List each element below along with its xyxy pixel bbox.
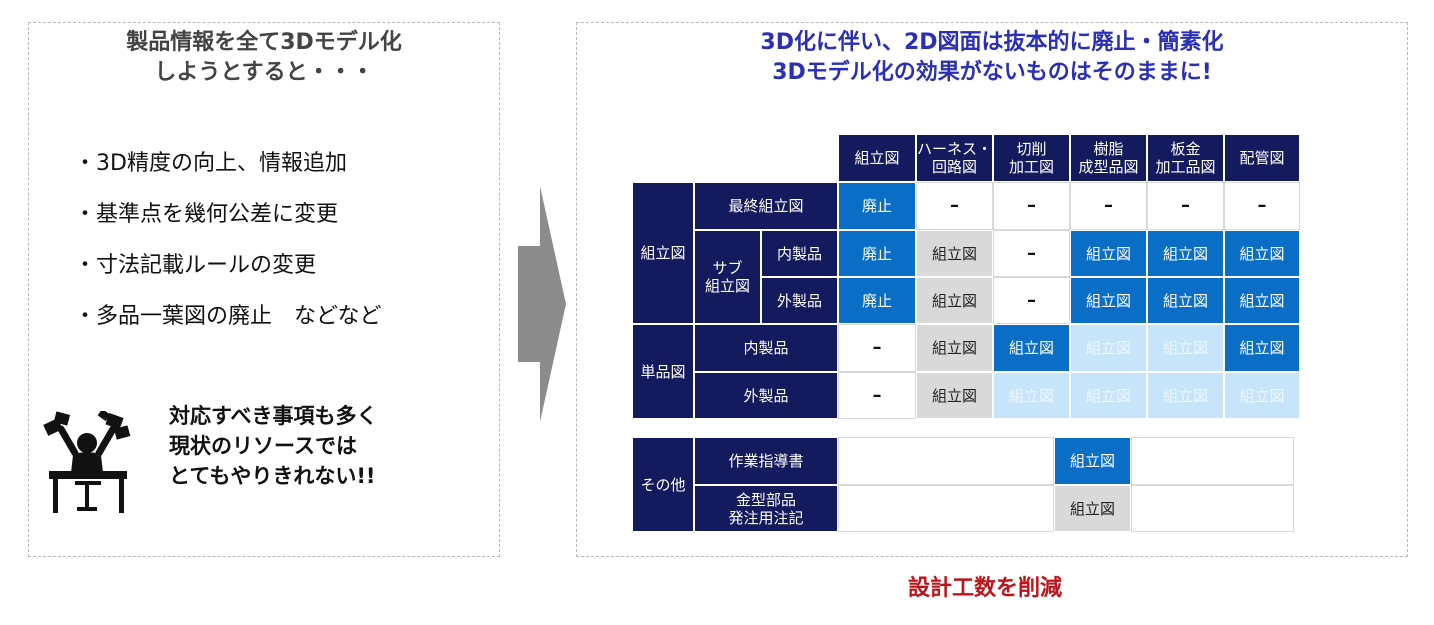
matrix-cell: 組立図 bbox=[1147, 230, 1224, 277]
column-header-text: ハーネス・ bbox=[917, 140, 993, 158]
matrix-cell: – bbox=[838, 324, 916, 372]
empty-cell bbox=[1131, 485, 1294, 532]
issue-item: ・3D精度の向上、情報追加 bbox=[74, 151, 347, 176]
column-header-text: 配管図 bbox=[1239, 149, 1285, 167]
matrix-cell: 組立図 bbox=[1147, 277, 1224, 324]
matrix-cell: 組立図 bbox=[916, 277, 993, 324]
issue-list: ・3D精度の向上、情報追加 ・基準点を幾何公差に変更 ・寸法記載ルールの変更 ・… bbox=[74, 149, 382, 353]
column-header: 樹脂成型品図 bbox=[1070, 134, 1147, 182]
column-header: 配管図 bbox=[1224, 134, 1300, 182]
matrix-cell: – bbox=[993, 230, 1070, 277]
other-value-cell: 組立図 bbox=[1054, 485, 1131, 532]
column-header: 板金加工品図 bbox=[1147, 134, 1224, 182]
matrix-cell: 組立図 bbox=[1224, 277, 1300, 324]
matrix-cell: 組立図 bbox=[1070, 372, 1147, 419]
group-label-other: その他 bbox=[632, 437, 694, 532]
empty-cell bbox=[838, 485, 1054, 532]
issue-item: ・多品一葉図の廃止 などなど bbox=[74, 304, 382, 329]
other-value-cell: 組立図 bbox=[1054, 437, 1131, 485]
row-label: 外製品 bbox=[761, 277, 838, 324]
matrix-cell: – bbox=[993, 277, 1070, 324]
matrix-cell: 組立図 bbox=[1147, 372, 1224, 419]
matrix-cell: 廃止 bbox=[838, 182, 916, 230]
matrix-cell: – bbox=[916, 182, 993, 230]
row-label: 作業指導書 bbox=[694, 437, 838, 485]
group-label-sub-assembly: サブ組立図 bbox=[694, 230, 761, 324]
column-header-text: 成型品図 bbox=[1078, 158, 1139, 176]
column-header-text: 組立図 bbox=[854, 149, 900, 167]
column-header-text: 加工図 bbox=[1008, 158, 1054, 176]
matrix-cell: – bbox=[1224, 182, 1300, 230]
matrix-cell: 組立図 bbox=[1070, 230, 1147, 277]
right-title-line1: 3D化に伴い、2D図面は抜本的に廃止・簡素化 bbox=[760, 30, 1224, 55]
matrix-cell: 組立図 bbox=[916, 372, 993, 419]
matrix-cell: – bbox=[838, 372, 916, 419]
right-panel: 3D化に伴い、2D図面は抜本的に廃止・簡素化 3Dモデル化の効果がないものはその… bbox=[576, 22, 1408, 557]
matrix-cell: – bbox=[993, 182, 1070, 230]
resource-note: 対応すべき事項も多く 現状のリソースでは とてもやりきれない!! bbox=[169, 401, 378, 491]
group-label-part: 単品図 bbox=[632, 324, 694, 419]
left-panel: 製品情報を全て3Dモデル化 しようとすると・・・ ・3D精度の向上、情報追加 ・… bbox=[28, 22, 500, 557]
matrix-cell: – bbox=[1070, 182, 1147, 230]
left-title-line2: しようとすると・・・ bbox=[154, 60, 374, 85]
right-title-line2: 3Dモデル化の効果がないものはそのままに! bbox=[772, 60, 1212, 85]
column-header: 切削加工図 bbox=[993, 134, 1070, 182]
empty-cell bbox=[1131, 437, 1294, 485]
matrix-cell: 組立図 bbox=[1224, 324, 1300, 372]
row-label: 金型部品発注用注記 bbox=[694, 485, 838, 532]
row-label-text: 発注用注記 bbox=[728, 508, 804, 527]
group-label-text: サブ bbox=[712, 259, 743, 277]
column-header: ハーネス・回路図 bbox=[916, 134, 993, 182]
left-title-line1: 製品情報を全て3Dモデル化 bbox=[126, 30, 402, 55]
issue-item: ・基準点を幾何公差に変更 bbox=[74, 202, 339, 227]
matrix-cell: 組立図 bbox=[1070, 324, 1147, 372]
matrix-cell: 廃止 bbox=[838, 230, 916, 277]
matrix-cell: 組立図 bbox=[1147, 324, 1224, 372]
column-header-text: 切削 bbox=[1016, 140, 1047, 158]
left-title: 製品情報を全て3Dモデル化 しようとすると・・・ bbox=[29, 28, 499, 88]
group-label-text: 組立図 bbox=[704, 277, 750, 295]
matrix-cell: 組立図 bbox=[1070, 277, 1147, 324]
footer-conclusion: 設計工数を削減 bbox=[908, 576, 1063, 601]
row-label: 内製品 bbox=[694, 324, 838, 372]
column-header-text: 回路図 bbox=[931, 158, 977, 176]
row-label-text: 金型部品 bbox=[735, 490, 796, 509]
note-line: 対応すべき事項も多く bbox=[169, 404, 378, 428]
right-arrow-icon bbox=[518, 186, 566, 422]
matrix-cell: 組立図 bbox=[1224, 372, 1300, 419]
column-header: 組立図 bbox=[838, 134, 916, 182]
row-label: 内製品 bbox=[761, 230, 838, 277]
matrix-cell: 廃止 bbox=[838, 277, 916, 324]
empty-cell bbox=[838, 437, 1054, 485]
right-title: 3D化に伴い、2D図面は抜本的に廃止・簡素化 3Dモデル化の効果がないものはその… bbox=[577, 28, 1407, 88]
matrix-cell: 組立図 bbox=[916, 230, 993, 277]
matrix-cell: 組立図 bbox=[993, 372, 1070, 419]
row-label: 外製品 bbox=[694, 372, 838, 419]
column-header-text: 板金 bbox=[1170, 140, 1201, 158]
overwhelmed-worker-icon bbox=[43, 411, 131, 513]
note-line: とてもやりきれない!! bbox=[169, 464, 376, 488]
matrix-cell: 組立図 bbox=[1224, 230, 1300, 277]
matrix-cell: 組立図 bbox=[916, 324, 993, 372]
group-label-assembly: 組立図 bbox=[632, 182, 694, 324]
issue-item: ・寸法記載ルールの変更 bbox=[74, 253, 317, 278]
matrix-cell: – bbox=[1147, 182, 1224, 230]
column-header-text: 加工品図 bbox=[1155, 158, 1216, 176]
row-label: 最終組立図 bbox=[694, 182, 838, 230]
matrix-cell: 組立図 bbox=[993, 324, 1070, 372]
note-line: 現状のリソースでは bbox=[169, 434, 357, 458]
column-header-text: 樹脂 bbox=[1093, 140, 1124, 158]
